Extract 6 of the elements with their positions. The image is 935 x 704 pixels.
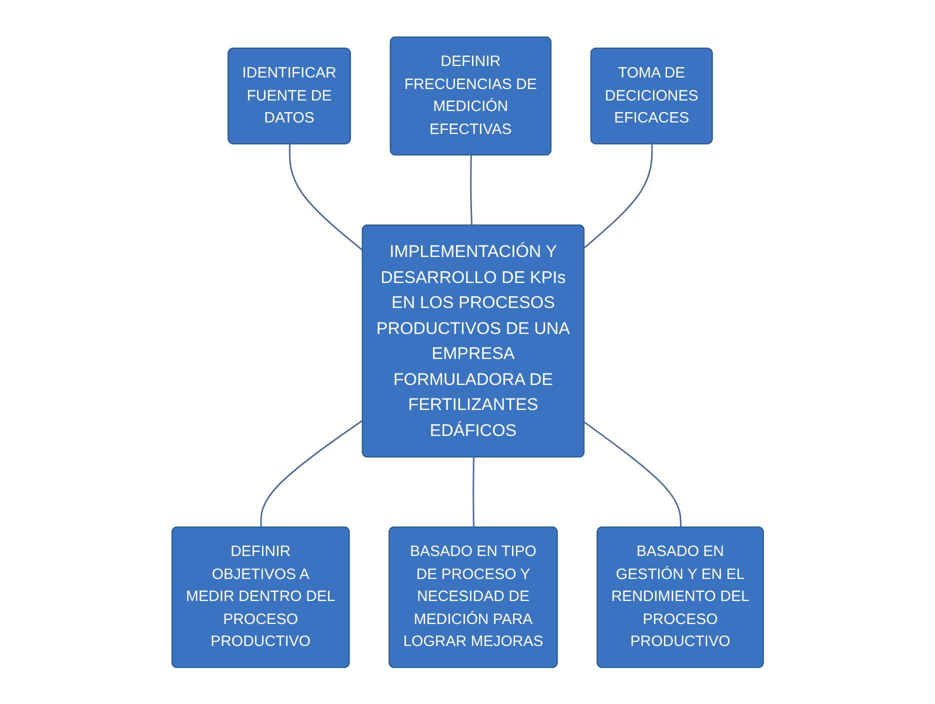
- connector: [472, 457, 474, 528]
- connector: [288, 144, 364, 251]
- connector: [260, 419, 364, 528]
- connector: [584, 144, 653, 248]
- connector: [584, 421, 682, 528]
- connector: [470, 155, 472, 226]
